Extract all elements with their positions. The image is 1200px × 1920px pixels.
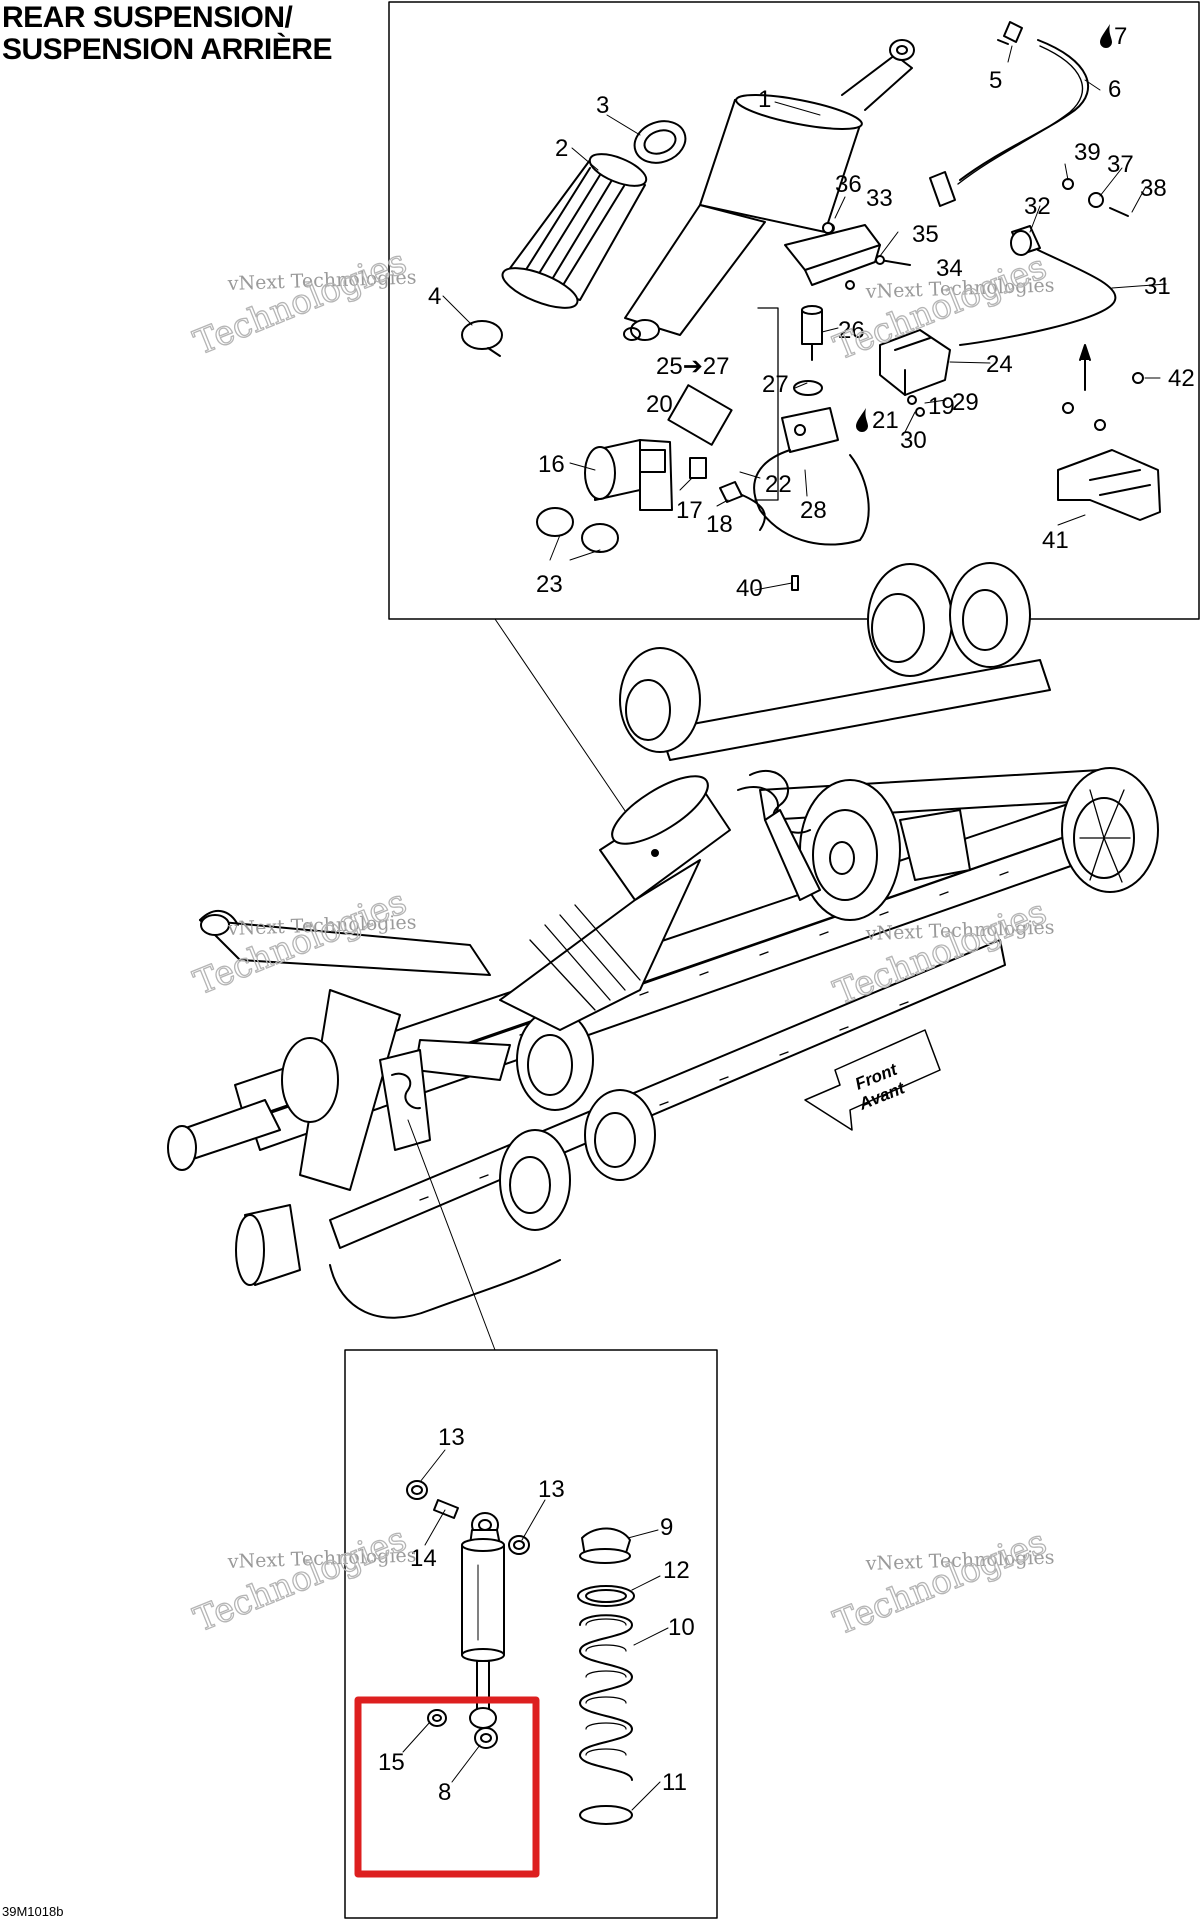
dust-boot-part-2: [501, 153, 648, 309]
clip-ring-part-11: [579, 1805, 633, 1825]
callout-31: 31: [1144, 273, 1171, 300]
callout-29: 29: [952, 389, 979, 416]
pin-part-40: [791, 575, 799, 591]
rear-suspension-assembly: [167, 562, 1159, 1319]
callout-37: 37: [1107, 151, 1134, 178]
callout-leaders-bottom: [402, 1449, 669, 1811]
sensor-part-26: [801, 305, 823, 361]
watermark-outline: Technologies: [188, 1519, 412, 1640]
coil-spring-part-10: [579, 1614, 633, 1781]
air-hose-part-6: [959, 39, 1090, 181]
shock-detail-box: [388, 1, 1200, 620]
compressor-part-16: [584, 439, 673, 511]
assembly-bracket-25-27: [754, 307, 779, 501]
callout-36: 36: [835, 171, 862, 198]
air-shock-part-1: [623, 39, 915, 341]
hose-fitting-part-5: [997, 21, 1023, 45]
spacer-part-14: [433, 1499, 459, 1519]
callout-28: 28: [800, 497, 827, 524]
callout-35: 35: [912, 221, 939, 248]
watermark-outline: Technologies: [828, 1522, 1052, 1643]
bolt-part-35: [875, 255, 911, 266]
callout-7: 7: [1114, 23, 1127, 50]
callout-labels-bottom: 13 13 14 9 12 10 11 15 8: [378, 1424, 695, 1806]
callout-38: 38: [1140, 175, 1167, 202]
callout-labels-top: 1 2 3 4 5 6 7 19 20 21 22 23 24 25➔27 26…: [428, 23, 1195, 602]
callout-6: 6: [1108, 76, 1121, 103]
bracket-part-33: [784, 223, 881, 290]
circlip-part-4: [461, 320, 503, 357]
callout-39: 39: [1074, 139, 1101, 166]
callout-21: 21: [872, 407, 899, 434]
air-reservoir-part-32: [929, 171, 1041, 256]
callout-3: 3: [596, 92, 609, 119]
watermark-outline: Technologies: [188, 242, 412, 363]
oil-drop-icon: [1100, 24, 1112, 48]
highlight-box: [354, 1696, 540, 1878]
bushing-part-15: [427, 1709, 447, 1727]
callout-10: 10: [668, 1614, 695, 1641]
callout-13-lower: 13: [538, 1476, 565, 1503]
callout-25-27: 25➔27: [656, 353, 730, 380]
callout-1: 1: [758, 86, 771, 113]
diagram-code: 39M1018b: [2, 1904, 64, 1919]
callout-20: 20: [646, 391, 673, 418]
callout-14: 14: [410, 1545, 437, 1572]
callout-8: 8: [438, 1779, 451, 1806]
connector-part-17: [689, 457, 707, 479]
title-line-2: SUSPENSION ARRIÈRE: [2, 33, 332, 66]
callout-13-upper: 13: [438, 1424, 465, 1451]
callout-22: 22: [765, 471, 792, 498]
bracket-part-24: [879, 329, 951, 396]
callout-32: 32: [1024, 193, 1051, 220]
callout-5: 5: [989, 67, 1002, 94]
callout-4: 4: [428, 283, 441, 310]
bushing-part-13: [406, 1480, 530, 1555]
callout-33: 33: [866, 185, 893, 212]
callout-12: 12: [663, 1557, 690, 1584]
callout-leaders-top: [442, 45, 1167, 591]
spring-stopper-part-9: [579, 1527, 631, 1564]
fitting-part-18: [719, 481, 743, 503]
callout-9: 9: [660, 1514, 673, 1541]
callout-2: 2: [555, 135, 568, 162]
spring-ring-part-12: [577, 1585, 635, 1607]
sleeve-part-8: [474, 1727, 498, 1749]
air-line-part-31: [959, 249, 1117, 346]
o-ring-part-27: [793, 380, 823, 396]
hose-part-22: [741, 449, 870, 546]
front-direction-arrow: Front Avant: [804, 1029, 941, 1131]
callout-23: 23: [536, 571, 563, 598]
callout-17: 17: [676, 497, 703, 524]
callout-16: 16: [538, 451, 565, 478]
callout-24: 24: [986, 351, 1013, 378]
callout-15: 15: [378, 1749, 405, 1776]
small-hardware: [822, 178, 1144, 431]
oil-drop-icon: [856, 408, 868, 432]
ring-part-3: [633, 120, 687, 164]
clamps-part-23: [536, 507, 619, 553]
callout-11: 11: [662, 1769, 687, 1796]
callout-26: 26: [838, 317, 865, 344]
diagram-title: REAR SUSPENSION/ SUSPENSION ARRIÈRE: [2, 2, 332, 66]
cover-part-41: [1057, 449, 1161, 521]
callout-34: 34: [936, 255, 963, 282]
callout-19: 19: [928, 393, 955, 420]
callout-42: 42: [1168, 365, 1195, 392]
label-part-20: [667, 384, 733, 446]
callout-18: 18: [706, 511, 733, 538]
front-shock-detail-box: [344, 1349, 718, 1919]
callout-40: 40: [736, 575, 763, 602]
callout-27: 27: [762, 371, 789, 398]
callout-41: 41: [1042, 527, 1069, 554]
title-line-1: REAR SUSPENSION/: [2, 1, 293, 34]
front-shock-absorber: [461, 1512, 505, 1729]
manifold-part-19: [781, 407, 839, 453]
callout-30: 30: [900, 427, 927, 454]
leader-shock-to-box: [407, 1119, 496, 1351]
